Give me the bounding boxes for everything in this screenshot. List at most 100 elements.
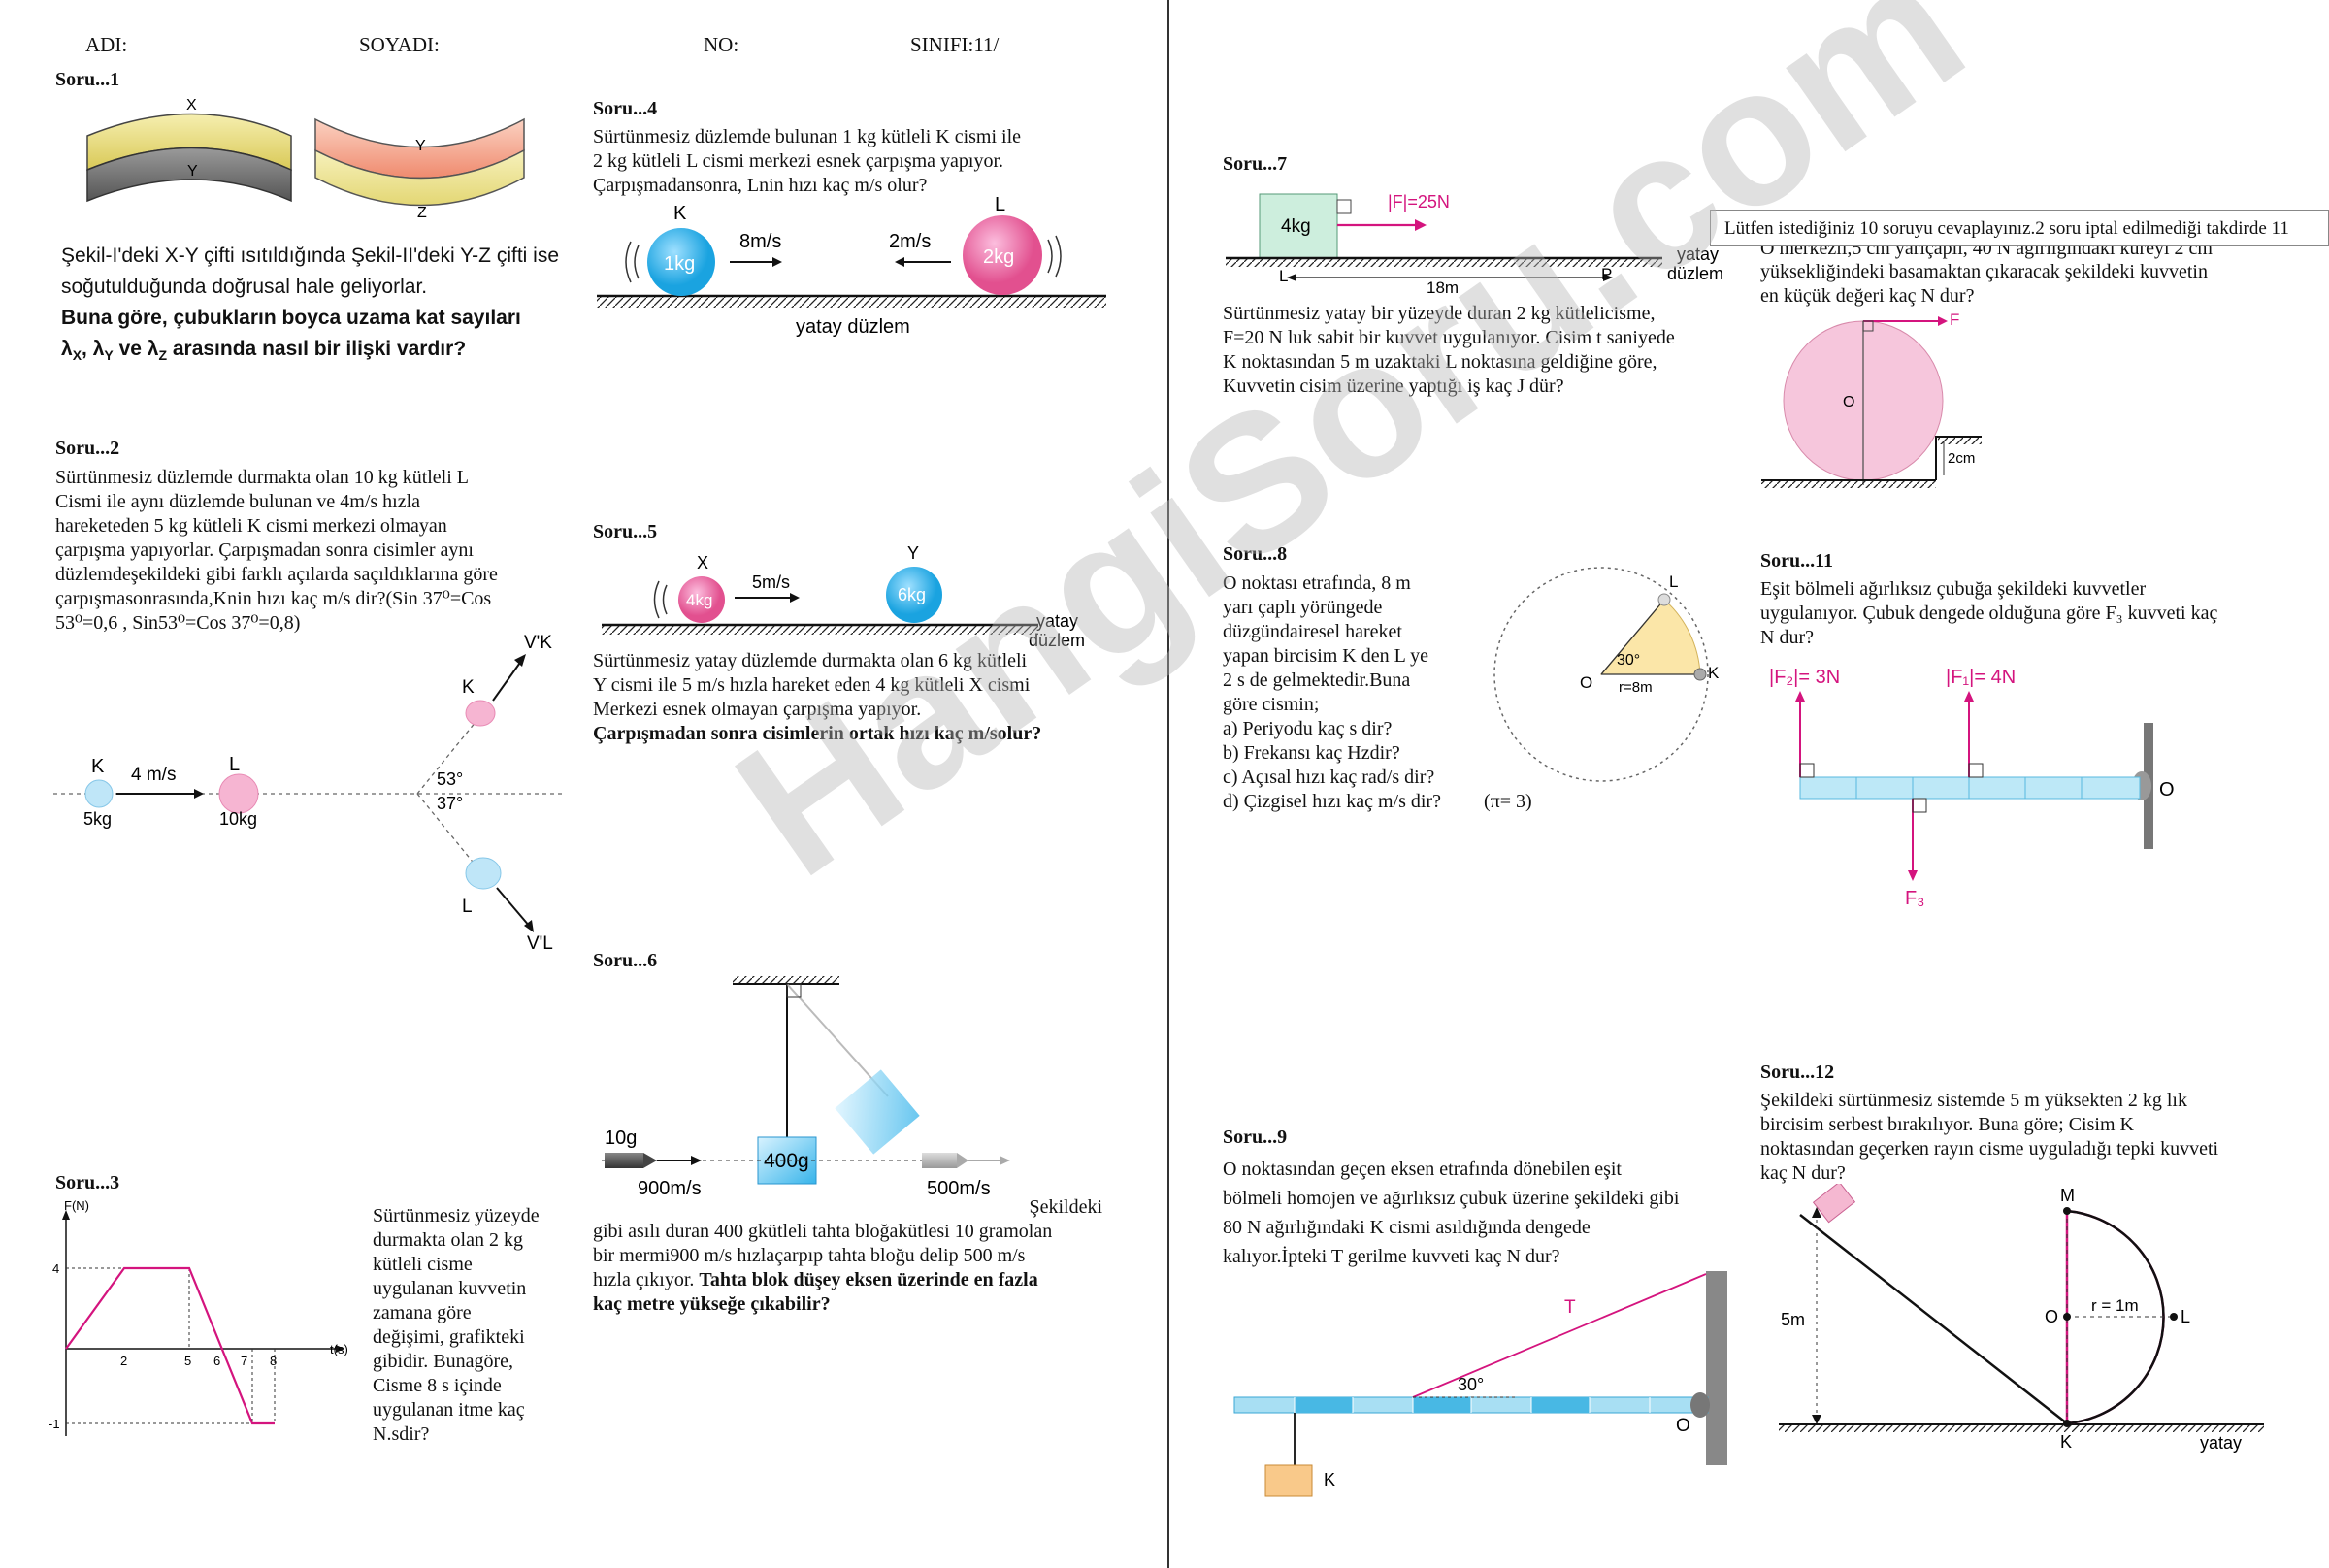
svg-text:F: F <box>1950 310 1959 329</box>
q1-line2: soğutulduğunda doğrusal hale geliyorlar. <box>61 276 428 298</box>
q12-title: Soru...12 <box>1760 1062 1835 1083</box>
svg-text:L: L <box>229 754 240 775</box>
svg-text:L: L <box>462 897 473 917</box>
number-label: NO: <box>704 33 739 56</box>
q1-label-y2: Y <box>415 138 426 154</box>
svg-text:yatay: yatay <box>2200 1433 2242 1453</box>
svg-text:O: O <box>1676 1416 1690 1436</box>
svg-text:O: O <box>2159 779 2175 800</box>
svg-text:T: T <box>1564 1297 1576 1318</box>
q1-line3: Buna göre, çubukların boyca uzama kat sa… <box>61 307 521 329</box>
q3-title: Soru...3 <box>55 1172 120 1193</box>
q12-figure: 5m M O L K r = 1m yatay <box>1779 1184 2264 1453</box>
svg-text:10g: 10g <box>605 1127 637 1149</box>
name-label: ADI: <box>85 33 128 56</box>
svg-text:L: L <box>1669 572 1678 591</box>
q5-figure: X Y 4kg 6kg 5m/s yatay düzlem <box>602 543 1085 650</box>
svg-text:K: K <box>1324 1470 1335 1489</box>
svg-text:yatay düzlem: yatay düzlem <box>796 316 910 338</box>
q9-text: O noktasından geçen eksen etrafında döne… <box>1223 1159 1680 1267</box>
q11-text: Eşit bölmeli ağırlıksız çubuğa şekildeki… <box>1760 578 2218 648</box>
svg-text:5m: 5m <box>1781 1310 1805 1329</box>
svg-text:6: 6 <box>213 1354 220 1368</box>
svg-text:Y: Y <box>907 543 919 563</box>
q2-text: Sürtünmesiz düzlemde durmakta olan 10 kg… <box>55 467 498 634</box>
svg-text:L: L <box>995 197 1005 215</box>
svg-text:O: O <box>2045 1307 2058 1326</box>
q11-title: Soru...11 <box>1760 550 1834 572</box>
q8-pi: (π= 3) <box>1484 791 1532 812</box>
svg-text:-1: -1 <box>49 1417 60 1431</box>
svg-text:2m/s: 2m/s <box>889 231 931 252</box>
q1-label-z: Z <box>417 205 427 221</box>
surname-label: SOYADI: <box>359 33 440 56</box>
q9-title: Soru...9 <box>1223 1127 1288 1148</box>
svg-text:400g: 400g <box>764 1150 809 1172</box>
svg-text:10kg: 10kg <box>219 809 257 829</box>
q6-title: Soru...6 <box>593 950 658 971</box>
svg-text:yatay: yatay <box>1677 245 1719 264</box>
svg-text:900m/s: 900m/s <box>638 1178 702 1199</box>
svg-text:2kg: 2kg <box>983 246 1014 268</box>
svg-text:F₃: F₃ <box>1905 888 1924 909</box>
q4-figure: K L 1kg 2kg 8m/s 2m/s yatay düzlem <box>597 197 1106 338</box>
svg-text:X: X <box>697 553 708 572</box>
svg-text:r=8m: r=8m <box>1619 679 1653 696</box>
svg-text:L: L <box>2181 1307 2190 1326</box>
svg-text:1kg: 1kg <box>664 253 695 275</box>
q5-title: Soru...5 <box>593 521 658 542</box>
svg-text:K: K <box>1708 664 1720 682</box>
svg-text:t(s): t(s) <box>330 1342 348 1356</box>
q8-figure: O L K 30° r=8m <box>1493 567 1720 782</box>
svg-text:5kg: 5kg <box>83 809 112 829</box>
svg-text:2cm: 2cm <box>1948 450 1975 467</box>
svg-text:düzlem: düzlem <box>1667 264 1723 283</box>
svg-text:K: K <box>673 203 687 224</box>
svg-text:5: 5 <box>184 1354 191 1368</box>
svg-text:4 m/s: 4 m/s <box>131 765 176 785</box>
class-label: SINIFI:11/ <box>910 33 1000 56</box>
svg-text:7: 7 <box>241 1354 247 1368</box>
svg-text:2: 2 <box>120 1354 127 1368</box>
svg-text:|F|=25N: |F|=25N <box>1388 192 1450 212</box>
page-divider <box>1167 0 1169 1568</box>
svg-text:8: 8 <box>270 1354 277 1368</box>
q2-title: Soru...2 <box>55 438 120 459</box>
svg-text:|F₁|= 4N: |F₁|= 4N <box>1946 667 2016 688</box>
svg-text:K: K <box>91 756 105 777</box>
svg-text:K: K <box>462 677 475 698</box>
svg-text:30°: 30° <box>1458 1375 1484 1394</box>
q9-figure: 30° T O K <box>1233 1271 1727 1497</box>
q7-text: Sürtünmesiz yatay bir yüzeyde duran 2 kg… <box>1223 303 1675 397</box>
svg-text:düzlem: düzlem <box>1029 631 1085 650</box>
svg-text:V'L: V'L <box>527 933 553 951</box>
q5-text: Sürtünmesiz yatay düzlemde durmakta olan… <box>593 650 1042 744</box>
q12-text: Şekildeki sürtünmesiz sistemde 5 m yükse… <box>1760 1090 2219 1184</box>
q4-text: Sürtünmesiz düzlemde bulunan 1 kg kütlel… <box>593 126 1022 196</box>
svg-text:500m/s: 500m/s <box>927 1178 991 1199</box>
svg-text:O: O <box>1843 394 1854 410</box>
svg-text:8m/s: 8m/s <box>739 231 781 252</box>
q2-figure: K 5kg 4 m/s L 10kg K L V'K V'L 53° 37° <box>53 633 563 951</box>
q1-title: Soru...1 <box>55 69 120 90</box>
svg-text:|F₂|= 3N: |F₂|= 3N <box>1769 667 1840 688</box>
svg-text:O: O <box>1580 673 1592 692</box>
q1-figure: X Y Y Z <box>86 97 525 221</box>
q6-figure: 400g 10g 900m/s 500m/s <box>602 976 1010 1199</box>
q1-line1: Şekil-I'deki X-Y çifti ısıtıldığında Şek… <box>61 245 559 267</box>
svg-text:37°: 37° <box>437 794 463 813</box>
q10-figure: F O 2cm <box>1761 310 1982 488</box>
svg-text:yatay: yatay <box>1036 611 1078 631</box>
svg-text:L: L <box>1279 267 1288 285</box>
q1-label-x1: X <box>186 97 197 114</box>
q4-title: Soru...4 <box>593 98 658 119</box>
svg-text:P: P <box>1601 265 1612 283</box>
q1-label-y1: Y <box>187 163 198 180</box>
q1-text: Şekil-I'deki X-Y çifti ısıtıldığında Şek… <box>61 241 559 371</box>
svg-text:V'K: V'K <box>524 633 552 653</box>
svg-text:F(N): F(N) <box>64 1198 89 1213</box>
q10-text: yüksekliğindeki basamaktan çıkaracak şek… <box>1760 261 2208 307</box>
q3-graph: F(N) t(s) 4 -1 2 5 6 7 8 <box>49 1198 348 1436</box>
q1-line4: λX, λY ve λZ arasında nasıl bir ilişki v… <box>61 338 467 364</box>
